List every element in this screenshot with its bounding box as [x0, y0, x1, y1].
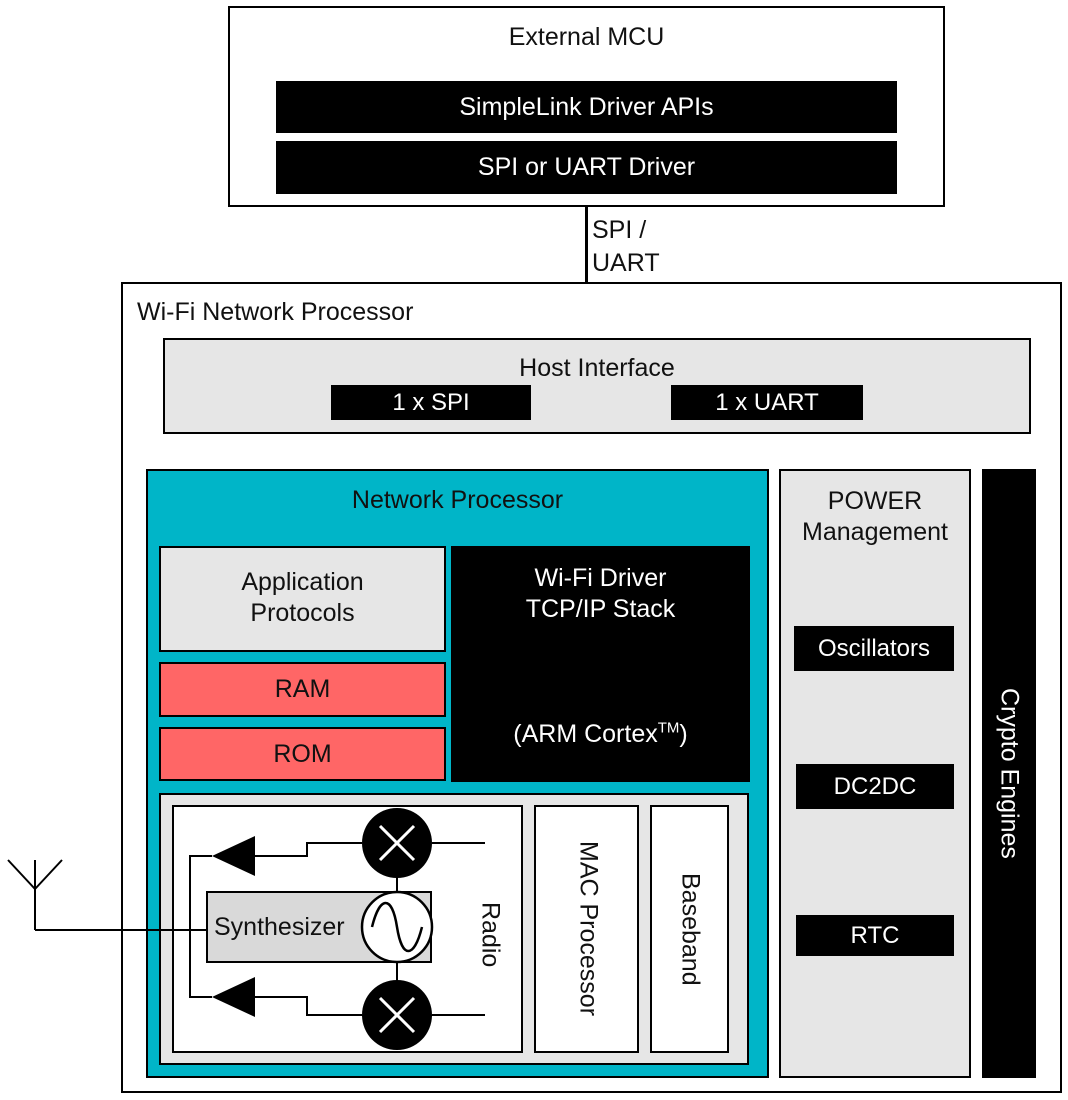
- host-interface-box: [163, 338, 1031, 434]
- application-protocols-label-line2: Protocols: [250, 599, 355, 627]
- antenna-icon: [7, 859, 210, 931]
- oscillators-label: Oscillators: [817, 634, 931, 662]
- simplelink-driver-apis-layer: SimpleLink Driver APIs: [276, 81, 897, 133]
- uart-port: 1 x UART: [671, 385, 863, 420]
- radio-label: Radio: [476, 902, 505, 968]
- tcpip-stack-label: TCP/IP Stack: [525, 595, 676, 623]
- spi-uart-driver-layer: SPI or UART Driver: [276, 141, 897, 194]
- uart-port-label: 1 x UART: [715, 388, 819, 416]
- crypto-engines-label: Crypto Engines: [995, 688, 1024, 859]
- rom-block: ROM: [159, 727, 446, 781]
- spi-port: 1 x SPI: [331, 385, 531, 420]
- link-label-spi: SPI /: [592, 216, 647, 244]
- rtc-label: RTC: [850, 921, 900, 949]
- dc2dc-label: DC2DC: [833, 772, 917, 800]
- oscillators-block: Oscillators: [794, 626, 954, 671]
- oscillator-icon: [360, 890, 434, 964]
- mac-processor-label: MAC Processor: [574, 841, 603, 1017]
- lower-mixer-icon: [362, 980, 432, 1050]
- external-mcu-title: External MCU: [508, 23, 665, 51]
- lower-amplifier-icon: [212, 977, 255, 1017]
- mac-processor-block: [534, 805, 639, 1053]
- upper-amplifier-icon: [212, 836, 255, 876]
- application-protocols-block: [159, 546, 446, 652]
- dc2dc-block: DC2DC: [796, 764, 954, 809]
- rom-label: ROM: [273, 739, 332, 768]
- arm-cortex-text: (ARM Cortex: [513, 720, 658, 748]
- wifi-driver-label: Wi-Fi Driver: [534, 564, 667, 592]
- rtc-block: RTC: [796, 915, 954, 956]
- arm-cortex-label: (ARM CortexTM): [451, 719, 750, 749]
- arm-cortex-close: ): [679, 720, 688, 748]
- application-protocols-label-line1: Application: [241, 568, 364, 596]
- ram-block: RAM: [159, 662, 446, 717]
- ram-label: RAM: [274, 675, 331, 703]
- simplelink-driver-apis-label: SimpleLink Driver APIs: [459, 92, 714, 121]
- baseband-block: [650, 805, 729, 1053]
- network-processor-title: Network Processor: [351, 486, 564, 514]
- link-label-uart: UART: [592, 249, 660, 277]
- trademark-mark: TM: [657, 719, 680, 737]
- spi-uart-driver-label: SPI or UART Driver: [477, 153, 696, 181]
- synthesizer-label: Synthesizer: [214, 913, 345, 941]
- crypto-engines-block: [982, 469, 1036, 1078]
- power-title-line2: Management: [802, 518, 948, 546]
- power-title-line1: POWER: [827, 487, 923, 515]
- upper-mixer-icon: [362, 808, 432, 878]
- signal-paths: [189, 842, 485, 1016]
- host-interface-title: Host Interface: [519, 354, 675, 382]
- spi-port-label: 1 x SPI: [392, 388, 470, 416]
- wifi-driver-tcpip-block: [451, 546, 750, 782]
- baseband-label: Baseband: [676, 872, 705, 986]
- spi-uart-link-line: [585, 207, 588, 284]
- wifi-network-processor-title: Wi-Fi Network Processor: [137, 298, 414, 326]
